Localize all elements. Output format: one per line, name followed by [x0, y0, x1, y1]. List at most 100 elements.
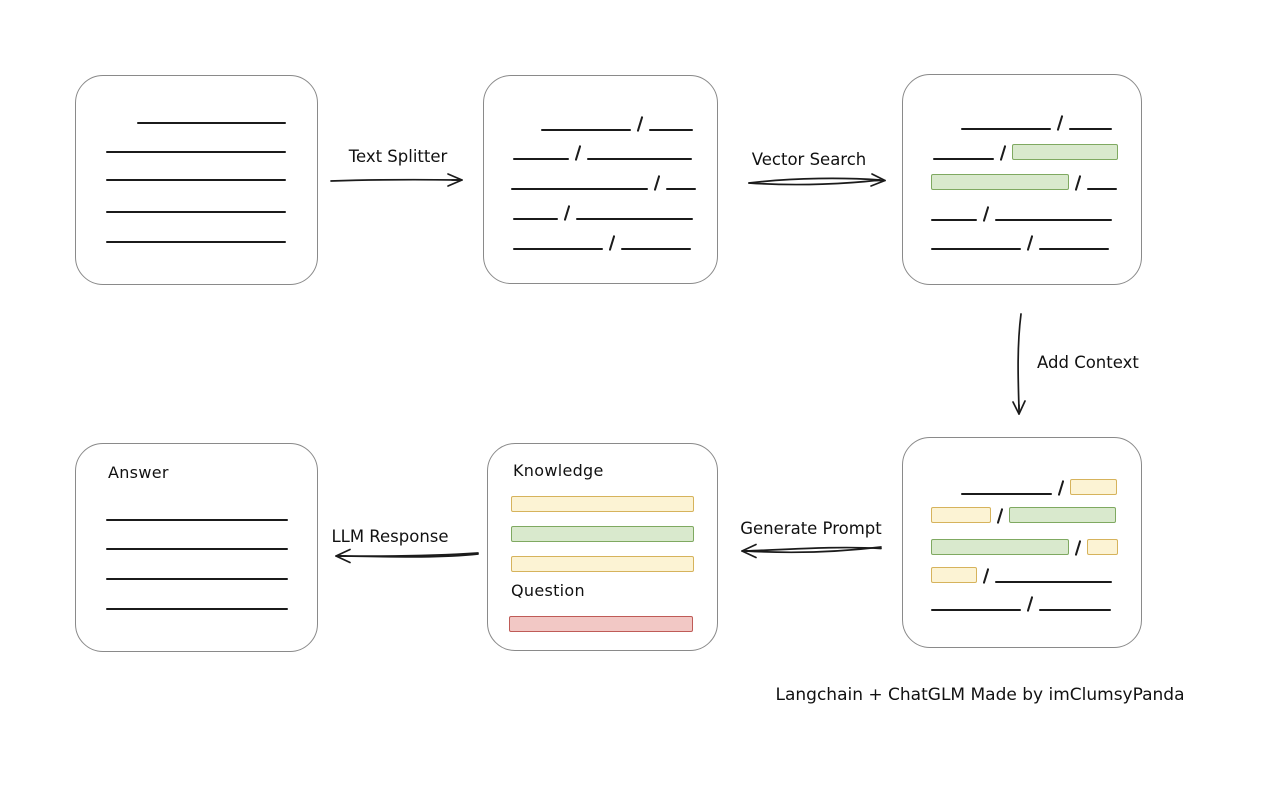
text-line [1069, 128, 1113, 130]
slash-separator [1057, 480, 1065, 496]
segment-row [511, 172, 697, 191]
text-line [106, 151, 286, 153]
text-line [666, 188, 697, 190]
slash-separator [1074, 540, 1082, 556]
segment-row [106, 163, 286, 181]
text-line [106, 608, 288, 610]
segment-row [961, 477, 1118, 496]
text-line [995, 219, 1113, 221]
segment-row [961, 112, 1113, 131]
segment-row [106, 592, 288, 610]
text-line [106, 241, 286, 243]
segment-row [511, 494, 694, 512]
segment-row [106, 135, 286, 153]
segment-row [931, 537, 1119, 556]
slash-separator [653, 175, 661, 191]
segment-row [931, 172, 1118, 191]
text-line [587, 158, 693, 160]
segment-row [509, 614, 693, 632]
segment-row [106, 562, 288, 580]
text-line [576, 218, 694, 220]
text-line [1087, 188, 1118, 190]
knowledge-label: Knowledge [513, 461, 604, 480]
yellow-highlight [931, 567, 977, 583]
yellow-highlight [511, 496, 694, 512]
yellow-highlight [931, 507, 991, 523]
text-line [513, 158, 569, 160]
add-context-arrow [1012, 313, 1026, 415]
segment-row [106, 532, 288, 550]
slash-separator [1026, 235, 1034, 251]
segment-row [106, 225, 286, 243]
text-line [1039, 248, 1110, 250]
text-line [995, 581, 1113, 583]
slash-separator [982, 206, 990, 222]
text-line [106, 578, 288, 580]
text-line [541, 129, 631, 131]
text-line [106, 179, 286, 181]
green-highlight [1012, 144, 1119, 160]
green-highlight [1009, 507, 1117, 523]
text-line [106, 519, 288, 521]
yellow-highlight [511, 556, 694, 572]
text-line [961, 493, 1052, 495]
segment-row [931, 505, 1117, 524]
green-highlight [931, 174, 1069, 190]
vector-search-arrow [748, 173, 886, 187]
llm-response-label: LLM Response [331, 527, 449, 546]
text-line [931, 248, 1021, 250]
slash-separator [608, 235, 616, 251]
text-splitter-label: Text Splitter [348, 147, 448, 166]
segment-row [513, 232, 692, 251]
text-line [511, 188, 648, 190]
slash-separator [574, 145, 582, 161]
text-line [933, 158, 994, 160]
slash-separator [982, 568, 990, 584]
text-line [106, 211, 286, 213]
llm-response-arrow [335, 548, 479, 564]
segment-row [931, 593, 1112, 612]
credit-text: Langchain + ChatGLM Made by imClumsyPand… [775, 685, 1185, 705]
text-line [1039, 609, 1112, 611]
slash-separator [636, 116, 644, 132]
text-line [649, 129, 694, 131]
segment-row [513, 142, 693, 161]
segment-row [511, 554, 694, 572]
yellow-highlight [1087, 539, 1119, 555]
slash-separator [1074, 175, 1082, 191]
slash-separator [1056, 115, 1064, 131]
generate-prompt-arrow [741, 543, 882, 559]
segment-row [931, 203, 1113, 222]
vector-search-results-box [902, 74, 1142, 285]
slash-separator [996, 508, 1004, 524]
generate-prompt-label: Generate Prompt [740, 519, 882, 538]
green-highlight [931, 539, 1069, 555]
segment-row [137, 106, 286, 124]
text-line [106, 548, 288, 550]
yellow-highlight [1070, 479, 1118, 495]
slash-separator [563, 205, 571, 221]
text-splitter-arrow [330, 173, 463, 187]
segment-row [931, 565, 1113, 584]
context-results-box [902, 437, 1142, 648]
segment-row [511, 524, 694, 542]
segment-row [513, 202, 694, 221]
slash-separator [1026, 596, 1034, 612]
segment-row [106, 503, 288, 521]
text-line [961, 128, 1051, 130]
segment-row [933, 142, 1119, 161]
answer-box: Answer [75, 443, 318, 652]
segment-row [541, 113, 694, 132]
add-context-label: Add Context [1037, 353, 1139, 372]
text-line [137, 122, 286, 124]
text-line [513, 248, 603, 250]
question-label: Question [511, 581, 585, 600]
text-line [513, 218, 558, 220]
text-line [621, 248, 692, 250]
slash-separator [999, 145, 1007, 161]
vector-search-label: Vector Search [751, 150, 867, 169]
text-chunks-box [483, 75, 718, 284]
text-line [931, 609, 1021, 611]
segment-row [106, 195, 286, 213]
